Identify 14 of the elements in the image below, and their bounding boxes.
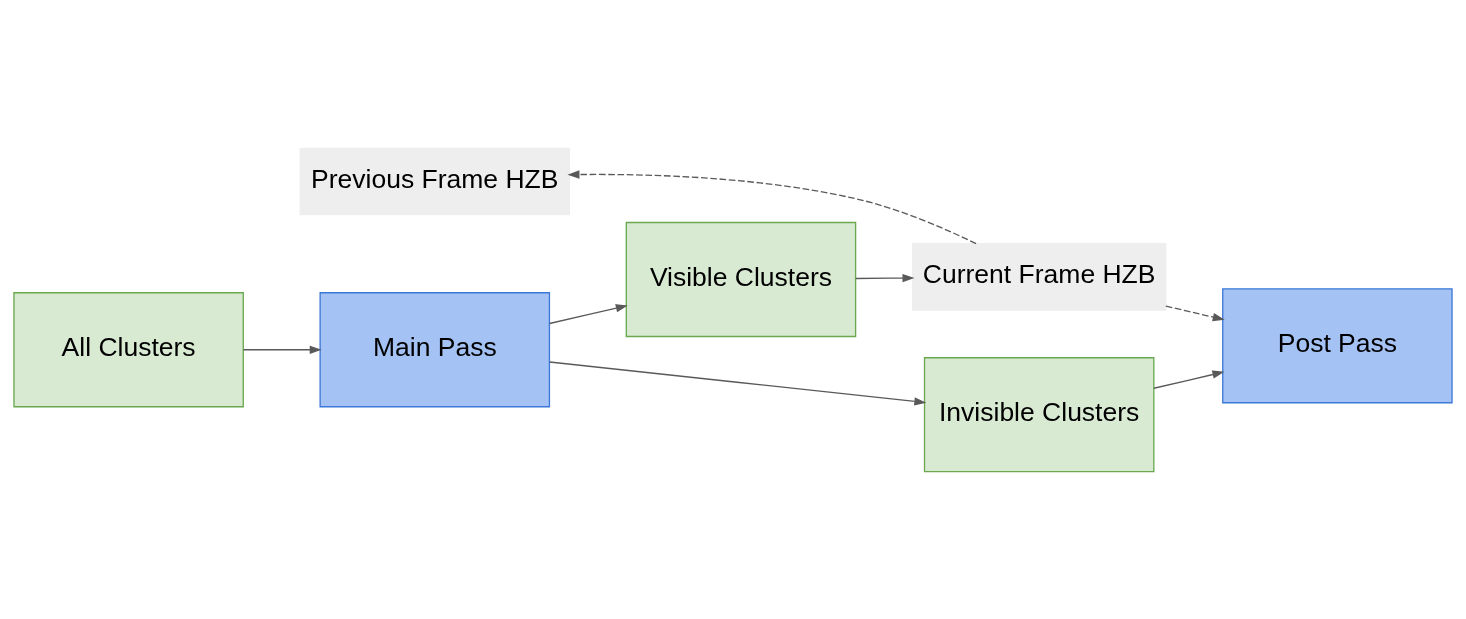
node-box: Current Frame HZB [911, 242, 1167, 311]
node-box: Visible Clusters [625, 221, 857, 337]
arrow [548, 303, 628, 324]
arrow [242, 345, 322, 354]
node-box: Invisible Clusters [923, 356, 1155, 472]
node-box: Post Pass [1222, 287, 1453, 403]
node-box: All Clusters [13, 291, 244, 407]
node-box: Previous Frame HZB [299, 147, 570, 215]
arrow [548, 360, 927, 406]
arrow [1153, 369, 1225, 389]
arrow [1165, 304, 1225, 321]
arrow [567, 169, 977, 244]
node-box: Main Pass [319, 291, 551, 407]
arrow [855, 273, 915, 282]
